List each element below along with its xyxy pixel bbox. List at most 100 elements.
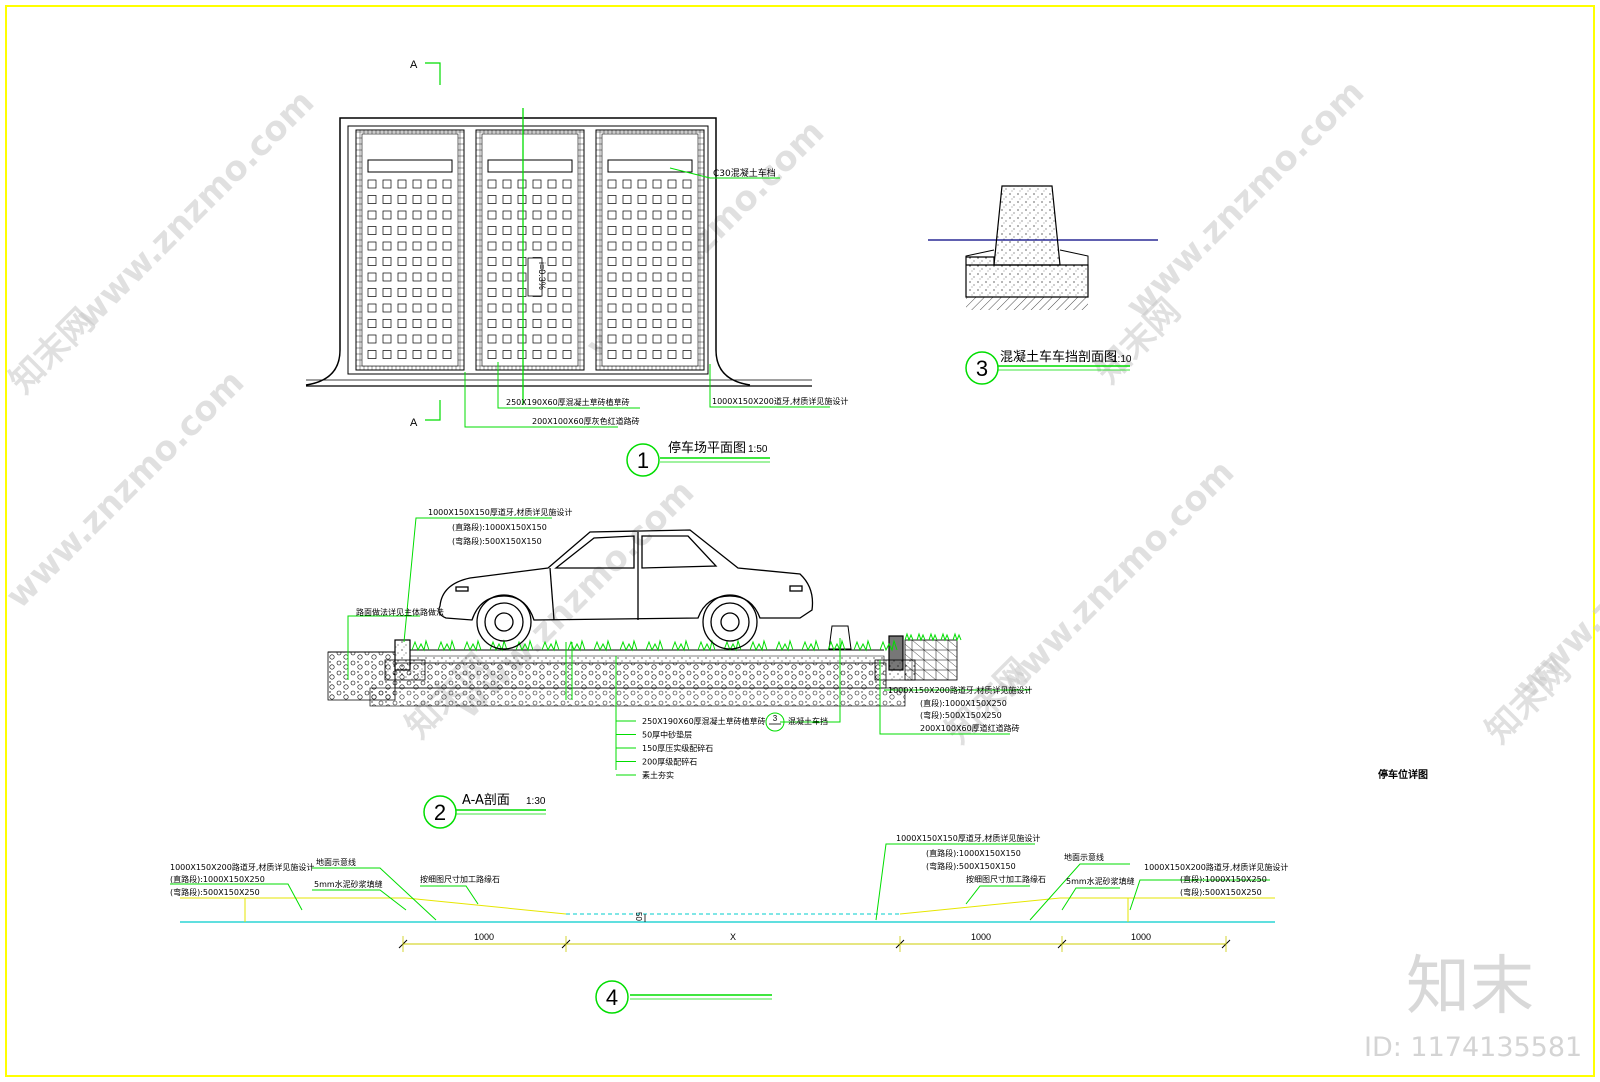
wheel-stop-subgrade (966, 297, 1088, 310)
label-right-curb-straight: (直段):1000X150X250 (920, 698, 1007, 708)
grass-paver-cell (382, 257, 392, 266)
grass-paver-cell (547, 179, 557, 189)
grass-paver-cell (547, 241, 557, 251)
grass-paver-cell (502, 210, 512, 220)
grass-paver-cell (397, 195, 407, 204)
grass-tuft (940, 632, 950, 642)
grass-paver-cell (442, 195, 452, 204)
grass-paver-cell (532, 319, 542, 328)
grass-paver-cell (442, 179, 452, 189)
grass-paver-cell (487, 319, 497, 328)
leader-curb (709, 364, 830, 408)
grass-paver-cell (562, 319, 572, 328)
grass-paver-cell (532, 226, 542, 235)
dim-3: 1000 (971, 932, 991, 942)
dim-2: X (730, 932, 736, 942)
grass-paver-cell (547, 210, 557, 220)
grass-paver-cell (382, 210, 392, 220)
parking-bay-inner (361, 133, 459, 367)
d4-far-right-curve: (弯段):500X150X250 (1180, 887, 1262, 897)
leader-d4-right-mortar (1061, 887, 1120, 911)
label-right-curb-curve: (弯段):500X150X250 (920, 710, 1002, 720)
grass-paver-cell (667, 319, 677, 328)
grass-paver-cell (682, 334, 692, 344)
label-curb: 1000X150X200道牙,材质详见施设计 (712, 396, 848, 406)
title-1-scale: 1:50 (748, 444, 768, 455)
car-taillight (789, 585, 803, 592)
leader-d4-ground (312, 867, 437, 921)
grass-paver-cell (682, 319, 692, 328)
leader-grass-brick (497, 362, 640, 409)
section-aa: 1000X150X150厚道牙,材质详见施设计 (直路段):1000X150X1… (327, 507, 1032, 829)
title-1-number: 1 (637, 448, 649, 473)
grass-paver-cell (652, 319, 662, 328)
grass-paver-cell (652, 210, 662, 220)
grass-paver-cell (487, 241, 497, 251)
title-3-circle (965, 351, 999, 385)
grass-tuft (515, 639, 534, 652)
grass-paver-cell (442, 257, 452, 266)
grass-tuft (541, 639, 560, 652)
grass-tuft (723, 639, 742, 652)
grass-tuft (463, 639, 482, 652)
grass-paver-cell (547, 350, 557, 359)
label-wheel-stop: C30混凝土车档 (713, 167, 776, 179)
title-4-number: 4 (606, 985, 618, 1010)
grass-paver-cell (652, 195, 662, 204)
grass-paver-cell (427, 257, 437, 266)
grass-paver-cell (562, 226, 572, 235)
grass-paver-cell (607, 179, 617, 189)
grass-paver-cell (517, 272, 527, 282)
grass-paver-cell (412, 303, 422, 313)
grass-paver-cell (427, 241, 437, 251)
title-3-number: 3 (976, 356, 988, 381)
d4-right-mortar: 5mm水泥砂浆填缝 (1066, 876, 1135, 886)
grass-paver-cell (487, 288, 497, 297)
grass-paver-cell (502, 272, 512, 282)
grass-paver-cell (427, 210, 437, 220)
car-window-front (554, 535, 635, 569)
grass-tuft (437, 639, 456, 652)
section-marker-a-bottom: A (410, 417, 418, 429)
grass-paver-cell (607, 210, 617, 220)
grass-paver-cell (667, 226, 677, 235)
grass-paver-cell (562, 334, 572, 344)
grass-paver-cell (682, 179, 692, 189)
grass-paver-cell (532, 195, 542, 204)
grass-paver-cell (367, 334, 377, 344)
grass-paver-cell (637, 350, 647, 359)
grass-paver-cell (637, 210, 647, 220)
grass-paver-cell (517, 303, 527, 313)
grass-paver-cell (637, 226, 647, 235)
grass-paver-cell (562, 303, 572, 313)
sheet-frame (5, 5, 1595, 1077)
d4-mortar: 5mm水泥砂浆填缝 (314, 879, 383, 889)
grass-paver-cell (682, 241, 692, 251)
grass-paver-cell (367, 288, 377, 297)
d4-right-curb-main: 1000X150X150厚道牙,材质详见施设计 (896, 833, 1040, 843)
section-cut-top (425, 62, 441, 85)
grass-paver-cell (607, 272, 617, 282)
title-2-circle (423, 795, 457, 829)
d4-stone: 按细图尺寸加工路缘石 (420, 874, 500, 884)
grass-paver-cell (427, 334, 437, 344)
grass-paver-cell (562, 195, 572, 204)
grass-tuft (671, 639, 690, 652)
watermark-logo: 知末 (1406, 950, 1534, 1024)
d4-right-curb-curve: (弯路段):500X150X150 (926, 861, 1016, 871)
callout-number: 3 (773, 714, 778, 723)
grass-tuft (853, 639, 872, 652)
grass-paver-cell (652, 241, 662, 251)
grass-paver-cell (622, 350, 632, 359)
grass-paver-cell (622, 226, 632, 235)
grass-paver-cell (367, 303, 377, 313)
grass-tuft (749, 639, 768, 652)
section-wheel-stop (828, 625, 852, 650)
layer-label: 200厚级配碎石 (642, 757, 697, 767)
grass-tuft (801, 639, 820, 652)
layer-label: 素土夯实 (642, 770, 674, 780)
grass-paver-cell (547, 226, 557, 235)
leader-road-note (347, 615, 420, 680)
grass-paver-cell (517, 226, 527, 235)
